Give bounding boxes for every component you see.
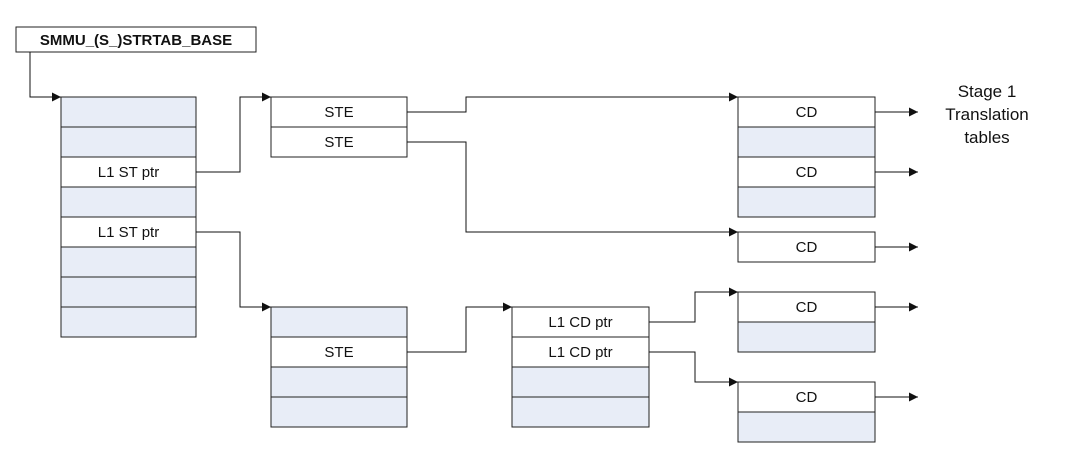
stage1-label-line3: tables <box>964 128 1009 147</box>
strtab-base-register: SMMU_(S_)STRTAB_BASE <box>15 26 257 53</box>
level1-stream-table-entry-label: L1 ST ptr <box>98 224 159 241</box>
strtab-base-label: SMMU_(S_)STRTAB_BASE <box>40 32 232 49</box>
connector-base-to-l1 <box>29 52 61 102</box>
ste-table-bottom-entry <box>270 306 408 338</box>
l1-cd-table: L1 CD ptr L1 CD ptr <box>511 306 650 428</box>
level1-stream-table-entry <box>60 96 197 128</box>
stage1-label-line1: Stage 1 <box>958 82 1017 101</box>
ste-table-bottom-entry <box>270 396 408 428</box>
cd-table-a-entry <box>737 156 876 188</box>
connector-l1cd1-to-cd-c <box>649 287 738 323</box>
l1-cd-table-entry <box>511 396 650 428</box>
cd-table-c-entry-label: CD <box>796 299 818 316</box>
connector-l1-to-ste-bottom <box>196 231 271 312</box>
l1-cd-table-entry <box>511 336 650 368</box>
cd-table-a: CD CD <box>737 96 876 218</box>
connector-l1-to-ste-top <box>196 92 271 173</box>
cd-table-a-entry-label: CD <box>796 104 818 121</box>
ste-table-bottom-entry <box>270 336 408 368</box>
cd-table-d: CD <box>737 381 876 443</box>
stage1-label-line2: Translation <box>945 105 1028 124</box>
cd-table-d-entry-label: CD <box>796 389 818 406</box>
cd-table-b-entry-label: CD <box>796 239 818 256</box>
level1-stream-table-entry <box>60 186 197 218</box>
l1-cd-table-entry <box>511 366 650 398</box>
cd-table-c-entry <box>737 321 876 353</box>
level1-stream-table-entry-label: L1 ST ptr <box>98 164 159 181</box>
cd-table-b: CD <box>737 231 876 263</box>
connector-l1cd2-to-cd-d <box>649 351 738 387</box>
cd-table-d-entry <box>737 411 876 443</box>
connector-ste1-to-cd-a <box>407 92 738 113</box>
ste-table-bottom: STE <box>270 306 408 428</box>
level1-stream-table-entry <box>60 126 197 158</box>
ste-table-top-entry-label: STE <box>324 134 353 151</box>
ste-table-bottom-entry <box>270 366 408 398</box>
ste-table-bottom-entry-label: STE <box>324 344 353 361</box>
cd-table-c-entry <box>737 291 876 323</box>
ste-table-top-entry-label: STE <box>324 104 353 121</box>
connectors <box>29 52 918 402</box>
level1-stream-table-entry <box>60 276 197 308</box>
level1-stream-table-entry <box>60 156 197 188</box>
cd-table-a-entry <box>737 126 876 158</box>
connector-ste-to-l1cd <box>407 302 512 353</box>
cd-table-a-entry-label: CD <box>796 164 818 181</box>
ste-table-top-entry <box>270 126 408 158</box>
stage1-output-label: Stage 1 Translation tables <box>945 82 1028 147</box>
l1-cd-table-entry-label: L1 CD ptr <box>548 344 612 361</box>
level1-stream-table-entry <box>60 306 197 338</box>
cd-table-c: CD <box>737 291 876 353</box>
level1-stream-table-entry <box>60 246 197 278</box>
ste-table-top: STE STE <box>270 96 408 158</box>
cd-table-a-entry <box>737 186 876 218</box>
level1-stream-table-entry <box>60 216 197 248</box>
l1-cd-table-entry-label: L1 CD ptr <box>548 314 612 331</box>
connector-ste2-to-cd-b <box>407 141 738 237</box>
level1-stream-table: L1 ST ptr L1 ST ptr <box>60 96 197 338</box>
